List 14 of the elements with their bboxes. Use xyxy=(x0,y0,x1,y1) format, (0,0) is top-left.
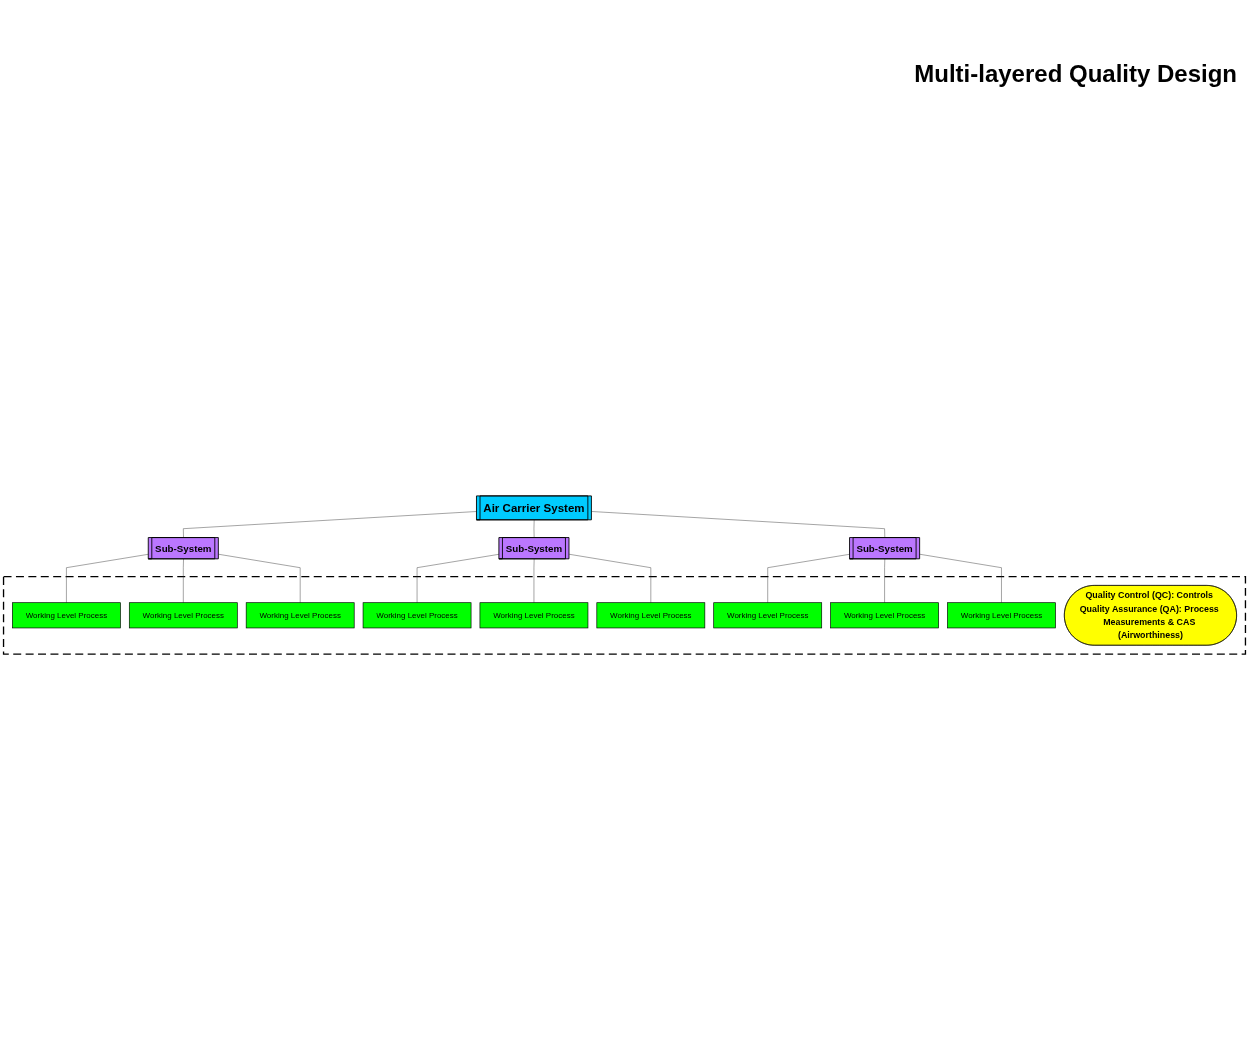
diagram-title: Multi-layered Quality Design xyxy=(914,60,1237,88)
connector xyxy=(183,511,477,538)
connector xyxy=(569,554,652,603)
connector xyxy=(884,558,886,603)
connector xyxy=(218,554,301,603)
cluster xyxy=(2,575,1247,655)
connector xyxy=(183,558,184,603)
connector xyxy=(591,511,886,538)
connector xyxy=(919,554,1002,603)
connector xyxy=(533,519,535,538)
connector xyxy=(533,558,535,603)
connector xyxy=(416,554,500,603)
connector xyxy=(767,554,850,603)
connector xyxy=(66,554,149,603)
